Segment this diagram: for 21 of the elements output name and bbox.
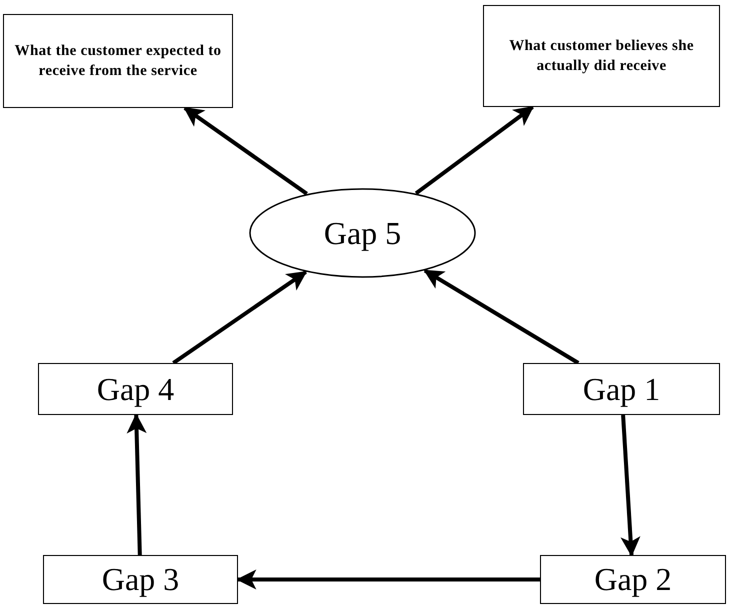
note-text: What customer believes she actually did receive [508, 36, 695, 76]
gap-box [38, 363, 233, 415]
gap-label: Gap 3 [102, 561, 180, 598]
arrow [172, 270, 308, 365]
gap-box [540, 555, 726, 604]
arrow [620, 414, 640, 557]
note-box [483, 5, 720, 107]
gap-box [43, 555, 238, 604]
arrow [423, 268, 580, 365]
arrow [126, 413, 147, 556]
gap-box [523, 363, 720, 415]
gap-label: Gap 4 [96, 370, 174, 408]
gap-label: Gap 5 [324, 214, 402, 252]
gap-label: Gap 1 [582, 370, 660, 408]
gap-ellipse [249, 188, 476, 278]
arrow [236, 570, 540, 590]
note-box [3, 14, 233, 108]
arrow [414, 105, 534, 195]
arrow [183, 106, 308, 196]
gap-label: Gap 2 [594, 561, 672, 598]
note-text: What the customer expected to receive from the service [14, 42, 222, 81]
